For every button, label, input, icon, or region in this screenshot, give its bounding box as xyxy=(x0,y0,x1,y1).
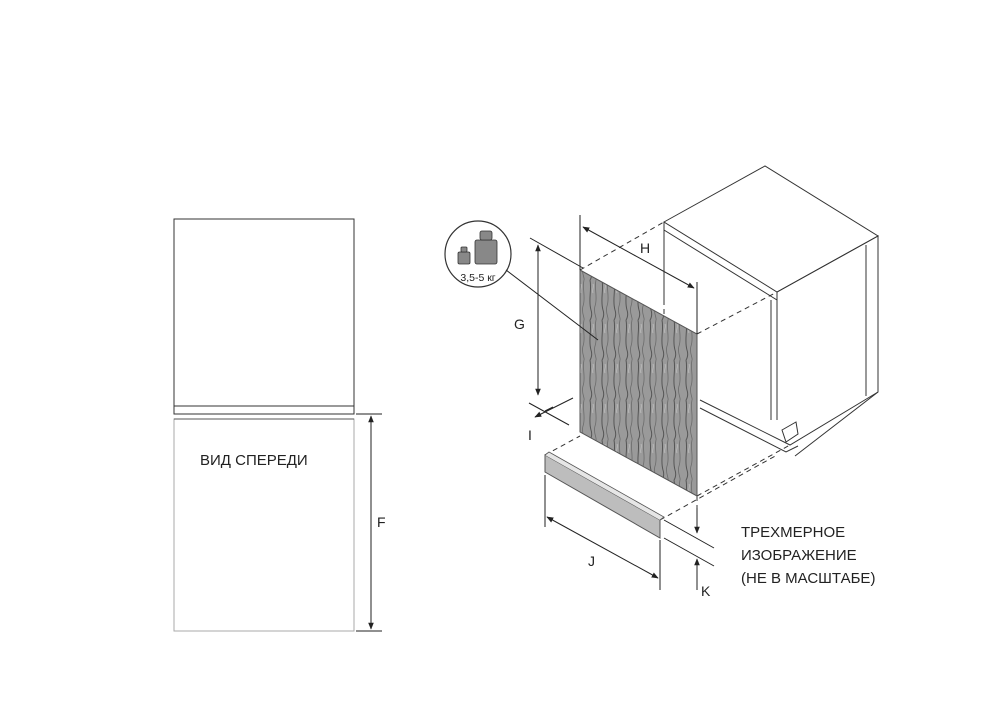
cabinet-upper xyxy=(173,218,355,407)
dimension-f-label: F xyxy=(377,514,386,530)
dimension-g-label: G xyxy=(514,316,525,332)
weight-badge: 3,5-5 кг xyxy=(444,220,599,341)
appliance-front xyxy=(173,418,355,632)
decor-panel xyxy=(579,269,698,497)
dimension-h-line xyxy=(582,226,695,289)
dimension-j-line xyxy=(546,516,659,579)
dimension-k-label: K xyxy=(701,583,711,599)
weights-icon xyxy=(457,230,498,265)
dimension-j-label: J xyxy=(588,553,595,569)
dimension-i-label: I xyxy=(528,427,532,443)
front-view: ВИД СПЕРЕДИ F xyxy=(173,218,386,632)
iso-caption-line-2: ИЗОБРАЖЕНИЕ xyxy=(741,547,857,564)
iso-caption-line-1: ТРЕХМЕРНОЕ xyxy=(741,524,845,541)
worktop-strip xyxy=(173,405,355,415)
weight-label: 3,5-5 кг xyxy=(460,272,495,284)
front-view-caption: ВИД СПЕРЕДИ xyxy=(200,452,308,469)
appliance-box xyxy=(663,165,879,457)
dimension-h-label: H xyxy=(640,240,650,256)
iso-caption-line-3: (НЕ В МАСШТАБЕ) xyxy=(741,570,875,587)
iso-view: 3,5-5 кг G H I J K ТРЕХМЕРНОЕ ИЗОБРАЖЕНИ… xyxy=(444,165,879,599)
